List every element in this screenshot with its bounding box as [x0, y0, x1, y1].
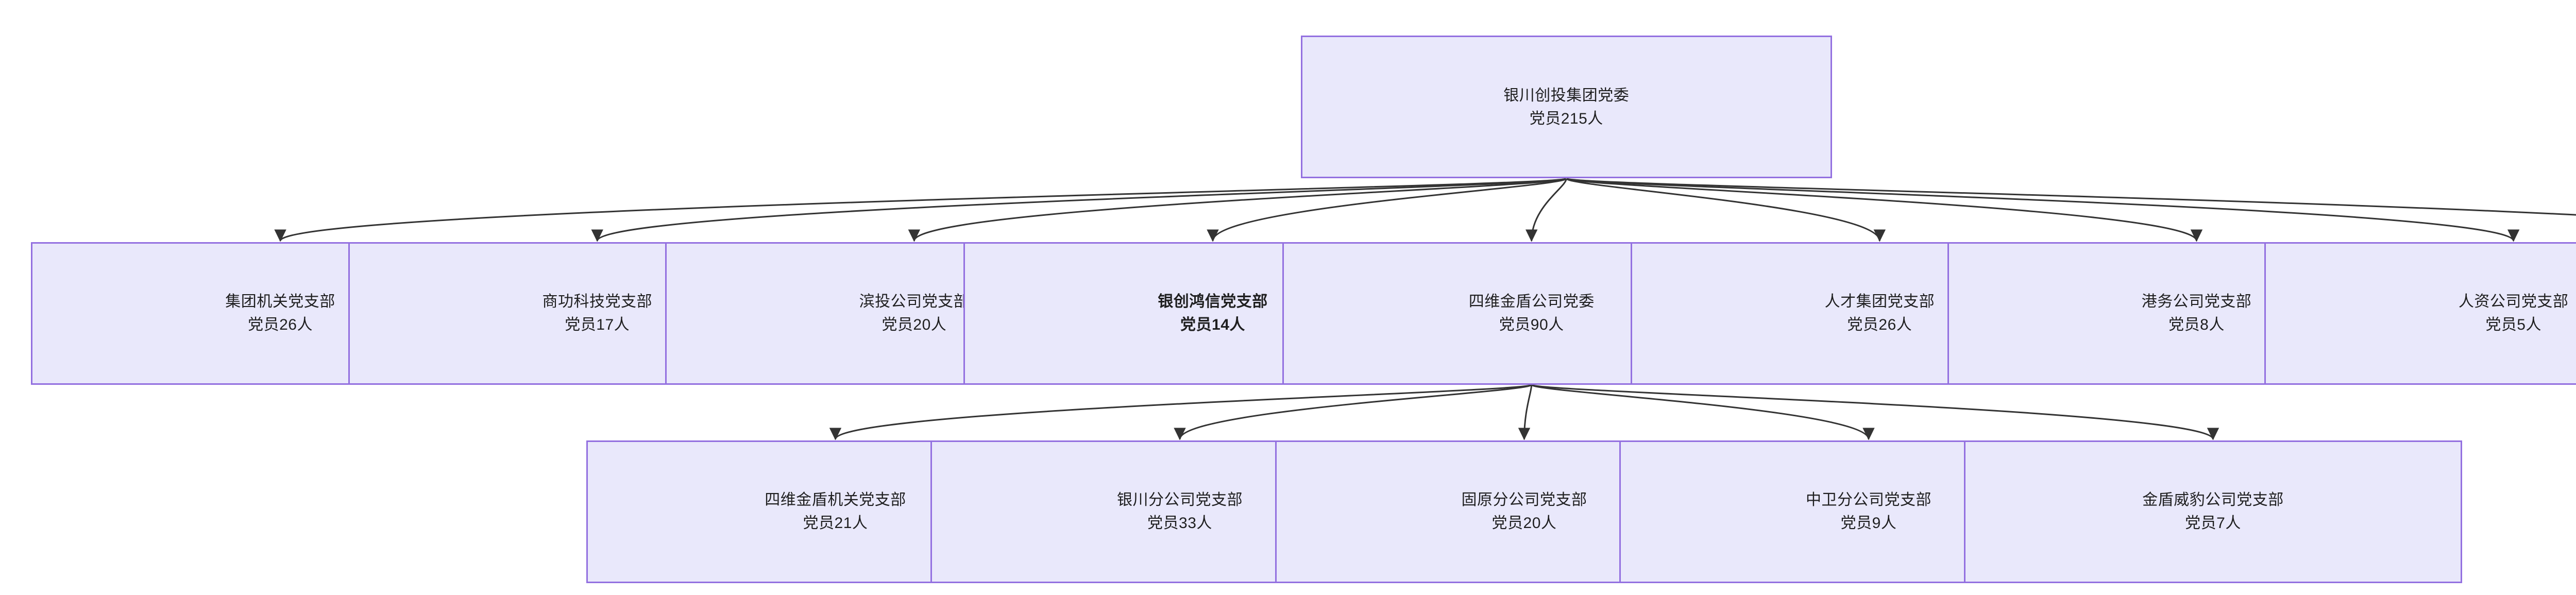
org-edge-root-to-jituan-jiguan	[275, 178, 1567, 242]
org-edge-root-to-gangwu	[1565, 178, 2202, 242]
org-node-jindun-weibao[interactable]: 金盾威豹公司党支部党员7人	[1963, 440, 2463, 583]
org-node-title: 银创鸿信党支部	[1158, 293, 1268, 311]
org-node-root[interactable]: 银川创投集团党委党员215人	[1300, 36, 1832, 179]
org-node-member-count: 党员17人	[565, 316, 630, 334]
org-edge-siwei-jindun-to-yinchuan-fen	[1174, 384, 1533, 440]
org-node-title: 银川创投集团党委	[1503, 87, 1630, 104]
org-edge-siwei-jindun-to-jindun-weibao	[1531, 384, 2219, 440]
org-node-title: 港务公司党支部	[2141, 293, 2252, 311]
org-node-title: 人才集团党支部	[1824, 293, 1935, 311]
org-node-title: 固原分公司党支部	[1461, 491, 1587, 509]
org-node-title: 中卫分公司党支部	[1805, 491, 1931, 509]
org-node-member-count: 党员33人	[1147, 515, 1212, 532]
org-node-renzi[interactable]: 人资公司党支部党员5人	[2264, 242, 2576, 385]
org-edge-siwei-jindun-to-zhongwei-fen	[1531, 384, 1875, 440]
org-node-title: 银川分公司党支部	[1116, 491, 1243, 509]
org-edge-root-to-siwei-jindun	[1526, 178, 1567, 242]
org-node-title: 四维金盾机关党支部	[765, 491, 906, 509]
org-edge-root-to-bintou	[908, 178, 1567, 242]
org-node-member-count: 党员7人	[2185, 515, 2241, 532]
org-node-member-count: 党员90人	[1499, 316, 1564, 334]
org-edge-root-to-renzi	[1565, 178, 2519, 242]
org-node-member-count: 党员215人	[1529, 110, 1603, 127]
org-node-member-count: 党员14人	[1180, 316, 1245, 334]
org-edge-root-to-shanggong-keji	[591, 178, 1567, 242]
org-edge-siwei-jindun-to-guyuan-fen	[1518, 384, 1533, 440]
org-node-member-count: 党员20人	[882, 316, 947, 334]
org-node-title: 滨投公司党支部	[859, 293, 970, 311]
org-node-member-count: 党员26人	[248, 316, 313, 334]
org-node-member-count: 党员5人	[2485, 316, 2541, 334]
org-edge-root-to-rencai-jituan	[1565, 178, 1886, 242]
org-node-member-count: 党员8人	[2168, 316, 2225, 334]
org-node-member-count: 党员20人	[1492, 515, 1557, 532]
org-node-title: 人资公司党支部	[2458, 293, 2569, 311]
org-node-title: 金盾威豹公司党支部	[2142, 491, 2284, 509]
org-node-title: 四维金盾公司党委	[1468, 293, 1595, 311]
org-node-member-count: 党员26人	[1847, 316, 1912, 334]
org-edge-root-to-yinchuang-hongxin	[1207, 178, 1567, 242]
org-node-title: 集团机关党支部	[225, 293, 335, 311]
org-edge-siwei-jindun-to-siwei-jiguan	[829, 384, 1533, 440]
org-edge-root-to-landun	[1565, 178, 2576, 216]
org-node-member-count: 党员9人	[1840, 515, 1897, 532]
org-node-member-count: 党员21人	[803, 515, 868, 532]
org-node-title: 商功科技党支部	[542, 293, 652, 311]
